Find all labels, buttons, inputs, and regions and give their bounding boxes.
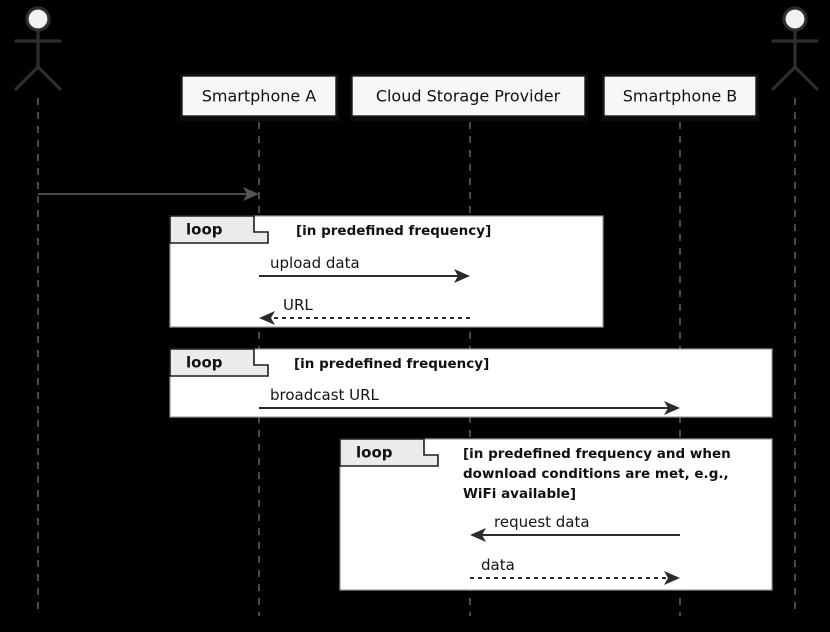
participant-label-smartphone-a: Smartphone A — [202, 87, 317, 106]
participant-label-cloud-storage-provider: Cloud Storage Provider — [376, 87, 561, 106]
fragment-guard-label: [in predefined frequency] — [296, 223, 491, 239]
fragment-operator-label: loop — [356, 444, 393, 462]
message-label: data — [481, 556, 515, 574]
message-label: broadcast URL — [270, 386, 380, 404]
message-arrowhead-icon — [664, 401, 680, 415]
fragment-operator-tab — [169, 215, 269, 244]
fragment-operator-tab — [339, 438, 439, 467]
participant-smartphone-b[interactable]: Smartphone B — [602, 74, 759, 121]
fragment-loop-broadcast[interactable]: loop [in predefined frequency] broadcast… — [169, 348, 773, 418]
message-label: request data — [494, 513, 590, 531]
participant-cloud-storage-provider[interactable]: Cloud Storage Provider — [350, 74, 588, 121]
message-arrowhead-icon — [259, 311, 275, 325]
participant-label-smartphone-b: Smartphone B — [623, 87, 738, 106]
message-broadcast-url[interactable]: broadcast URL — [259, 386, 680, 415]
message-initial[interactable] — [38, 187, 259, 201]
message-request-data[interactable]: request data — [470, 513, 680, 542]
fragment-guard-label-line3: WiFi available] — [463, 486, 576, 502]
actor-left-leg-line — [771, 65, 797, 91]
fragment-loop-upload[interactable]: loop [in predefined frequency] upload da… — [169, 215, 604, 328]
participant-box — [351, 75, 586, 117]
actor-right[interactable] — [771, 6, 819, 91]
message-label: upload data — [270, 254, 360, 272]
message-arrowhead-icon — [454, 269, 470, 283]
message-label: URL — [283, 296, 313, 314]
message-data[interactable]: data — [470, 556, 680, 585]
message-arrowhead-icon — [243, 187, 259, 201]
fragment-operator-tab — [169, 348, 269, 377]
participant-smartphone-a[interactable]: Smartphone A — [180, 74, 339, 121]
actor-left-leg-line — [14, 65, 40, 91]
fragment-operator-label: loop — [186, 221, 223, 239]
message-arrowhead-icon — [470, 528, 486, 542]
message-arrowhead-icon — [664, 571, 680, 585]
participant-box — [603, 75, 757, 117]
fragment-operator-label: loop — [186, 354, 223, 372]
message-url[interactable]: URL — [259, 296, 470, 325]
actor-left[interactable] — [14, 6, 62, 91]
fragment-guard-label: [in predefined frequency] — [294, 356, 489, 372]
actor-right-leg-line — [36, 65, 62, 91]
message-upload-data[interactable]: upload data — [259, 254, 470, 283]
fragment-guard-label-line1: [in predefined frequency and when — [463, 446, 731, 462]
fragment-guard-label-line2: download conditions are met, e.g., — [463, 466, 729, 482]
actor-right-leg-line — [793, 65, 819, 91]
participant-box — [181, 75, 337, 117]
actor-head-icon — [25, 6, 51, 32]
actor-head-icon — [782, 6, 808, 32]
fragment-loop-download[interactable]: loop [in predefined frequency and when d… — [339, 438, 773, 591]
